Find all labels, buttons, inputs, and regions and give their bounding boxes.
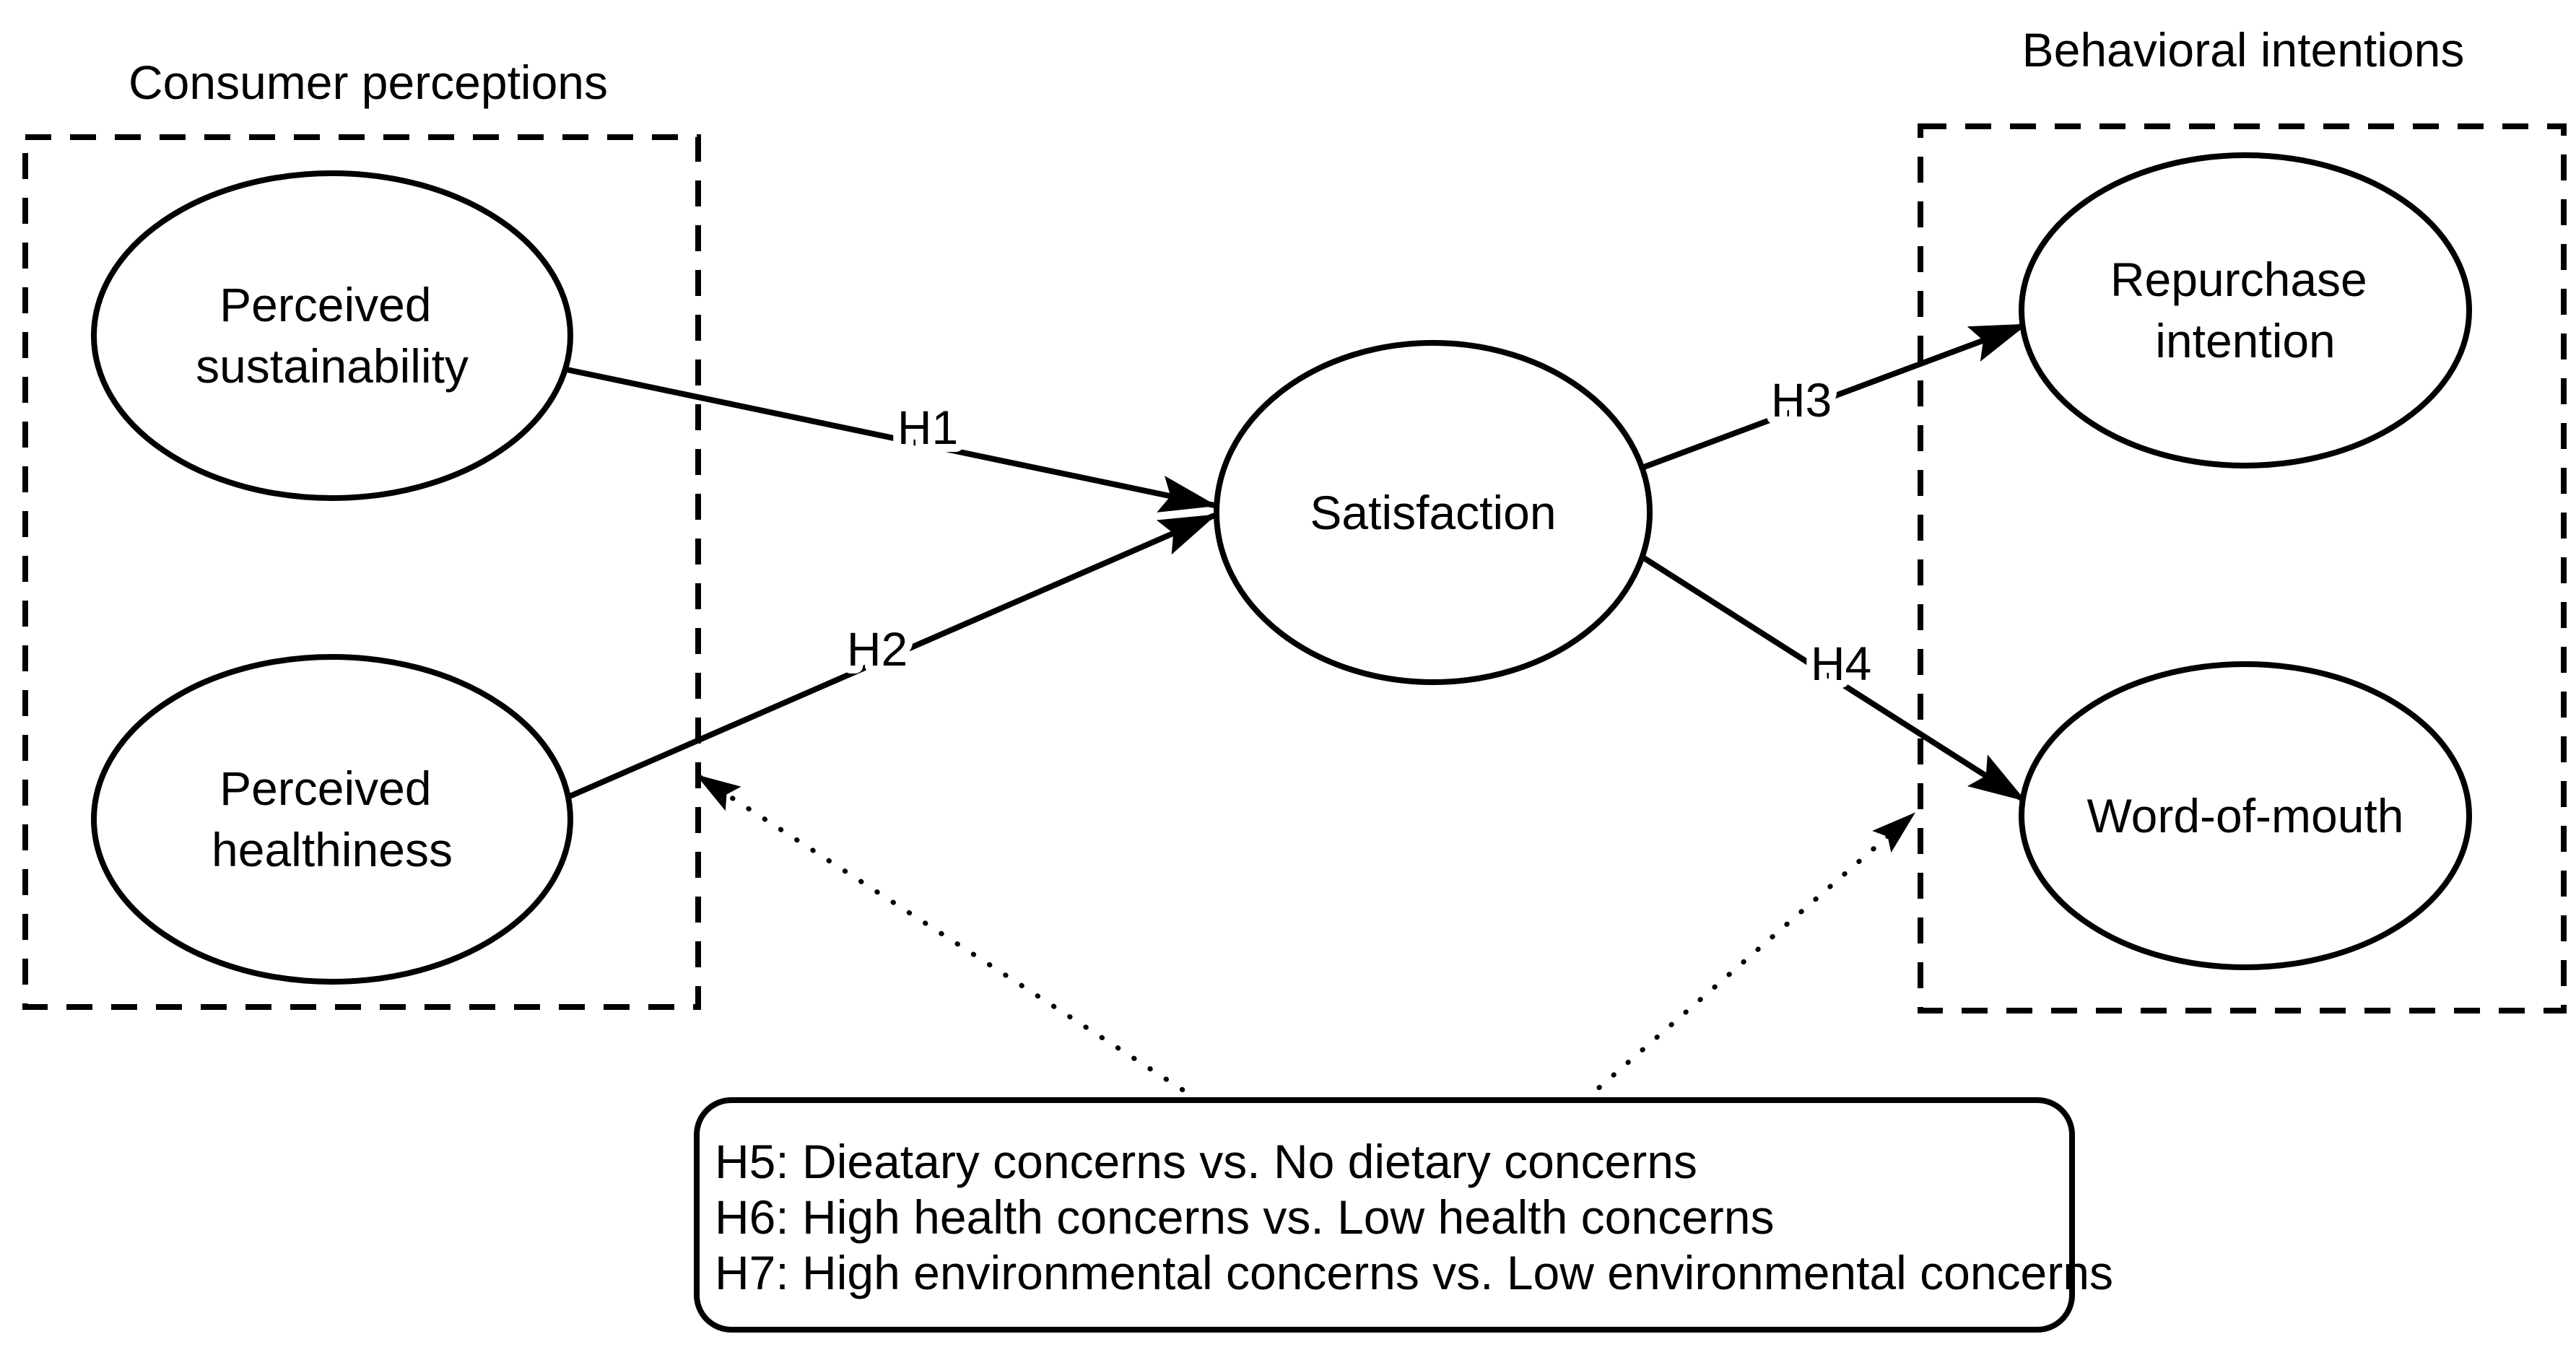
- perceived-healthiness-ellipse: [91, 654, 573, 985]
- node-satisfaction: Satisfaction: [1214, 340, 1653, 685]
- h4-arrow: [1642, 555, 2027, 803]
- repurchase-intention-label: Repurchase intention: [2110, 253, 2380, 367]
- h1-label: H1: [897, 401, 958, 454]
- h2-arrow: [567, 513, 1217, 800]
- h3-label: H3: [1771, 373, 1832, 427]
- satisfaction-ellipse: [1214, 340, 1653, 685]
- h2-label: H2: [847, 622, 908, 676]
- moderator-arrow-to-h4-path: [1582, 811, 1916, 1103]
- moderation-arrows: [695, 773, 1916, 1103]
- consumer-perceptions-dashed-box: [22, 134, 701, 1010]
- h3-arrow: [1642, 322, 2028, 470]
- node-word-of-mouth: Word-of-mouth: [2019, 661, 2472, 970]
- perceived-sustainability-ellipse: [91, 170, 573, 501]
- moderator-box-rect: [694, 1097, 2075, 1333]
- behavioral-intentions-dashed-box: [1918, 123, 2567, 1013]
- word-of-mouth-ellipse: [2019, 661, 2472, 970]
- h4-label: H4: [1811, 637, 1871, 690]
- word-of-mouth-label: Word-of-mouth: [2087, 789, 2404, 842]
- moderator-arrow-to-h2-path: [695, 773, 1201, 1103]
- moderator-line-h7: H7: High environmental concerns vs. Low …: [715, 1246, 2113, 1299]
- node-perceived-sustainability: Perceived sustainability: [91, 170, 573, 501]
- repurchase-intention-ellipse: [2019, 152, 2472, 468]
- hypothesis-arrows: [566, 322, 2028, 803]
- perceived-healthiness-label: Perceived healthiness: [212, 762, 453, 876]
- moderator-line-h5: H5: Dieatary concerns vs. No dietary con…: [715, 1135, 1697, 1188]
- node-repurchase-intention: Repurchase intention: [2019, 152, 2472, 468]
- behavioral-intentions-title: Behavioral intentions: [2022, 23, 2465, 77]
- moderator-box: H5: Dieatary concerns vs. No dietary con…: [694, 1097, 2113, 1333]
- h1-arrow: [566, 367, 1217, 513]
- satisfaction-label: Satisfaction: [1310, 486, 1556, 539]
- hypothesis-labels: H1 H2 H3 H4: [839, 365, 1879, 698]
- node-perceived-healthiness: Perceived healthiness: [91, 654, 573, 985]
- consumer-perceptions-group: Consumer perceptions: [22, 56, 701, 1010]
- moderator-line-h6: H6: High health concerns vs. Low health …: [715, 1190, 1774, 1244]
- perceived-sustainability-label: Perceived sustainability: [196, 278, 469, 393]
- behavioral-intentions-group: Behavioral intentions: [1918, 23, 2567, 1013]
- consumer-perceptions-title: Consumer perceptions: [129, 56, 608, 109]
